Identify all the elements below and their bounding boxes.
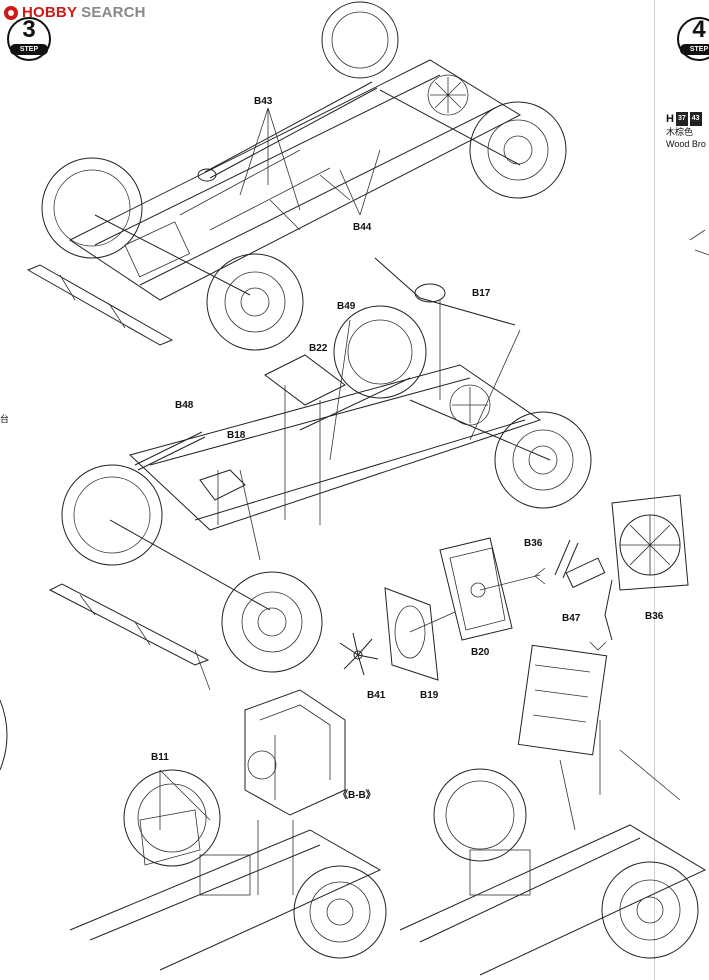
paint-name-en: Wood Bro — [666, 139, 706, 149]
left-margin-text: 台 — [0, 414, 10, 424]
callout-b49: B49 — [337, 301, 356, 312]
callout-bb: 《B-B》 — [338, 790, 376, 801]
offpage-tire-edge — [0, 699, 8, 771]
engine-drawing — [244, 689, 346, 895]
callout-b36-upper: B36 — [524, 538, 543, 549]
step-4-word: STEP — [689, 46, 709, 53]
callout-b18: B18 — [227, 430, 246, 441]
callout-b47: B47 — [562, 613, 581, 624]
cooling-parts — [339, 494, 689, 681]
tire-set-1 — [41, 1, 567, 351]
callout-b41: B41 — [367, 690, 386, 701]
hobbysearch-logo-icon — [4, 5, 18, 20]
callout-b17: B17 — [472, 288, 491, 299]
paint-color-note: H 37 43 木棕色 Wood Bro — [666, 112, 706, 150]
chassis-drawing-3 — [69, 769, 387, 971]
callout-b36-lower: B36 — [645, 611, 664, 622]
callout-b43: B43 — [254, 96, 273, 107]
step-4-badge: 4 STEP — [676, 16, 709, 62]
callout-b11: B11 — [151, 752, 169, 763]
paint-letter: H — [666, 113, 674, 125]
chassis-drawing-1 — [26, 59, 522, 346]
callout-b22: B22 — [309, 343, 328, 354]
step-3-badge: 3 STEP — [6, 16, 52, 62]
hobbysearch-watermark: HOBBY SEARCH — [4, 4, 146, 21]
step-3-word: STEP — [19, 46, 39, 53]
chassis-drawing-4 — [399, 644, 707, 976]
chassis-drawing-2 — [48, 257, 551, 666]
step-4-number: 4 — [692, 16, 706, 43]
callout-b44: B44 — [353, 222, 372, 233]
page-divider — [654, 0, 655, 980]
callout-b20: B20 — [471, 647, 490, 658]
paint-code-1: 37 — [675, 112, 688, 126]
callout-b48: B48 — [175, 400, 194, 411]
paint-code-2: 43 — [689, 112, 702, 126]
watermark-brand: HOBBY — [22, 4, 78, 21]
paint-name-cn: 木棕色 — [666, 127, 694, 137]
step-3-number: 3 — [22, 16, 36, 43]
callout-b19: B19 — [420, 690, 439, 701]
tire-set-2 — [61, 305, 592, 673]
watermark-suffix: SEARCH — [81, 4, 146, 21]
